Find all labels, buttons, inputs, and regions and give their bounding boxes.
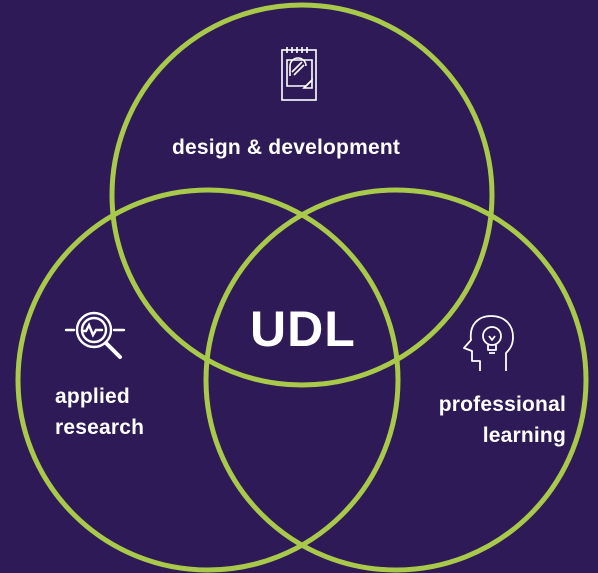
- circle-label-design-development: design & development: [172, 136, 401, 159]
- circle-professional-learning: [203, 187, 589, 573]
- blueprint-icon: [281, 47, 317, 101]
- label-line: research: [55, 416, 145, 439]
- label-line: learning: [482, 424, 566, 447]
- circle-label-professional-learning: professional learning: [420, 389, 566, 451]
- label-line: applied: [55, 385, 130, 408]
- circle-applied-research: [15, 187, 401, 573]
- circle-design-development: [109, 2, 495, 388]
- head-lightbulb-icon: [463, 315, 514, 371]
- circle-label-applied-research: applied research: [55, 381, 144, 443]
- center-label-udl: UDL: [250, 301, 356, 357]
- label-line: professional: [438, 393, 566, 416]
- magnifier-pulse-icon: [64, 311, 126, 359]
